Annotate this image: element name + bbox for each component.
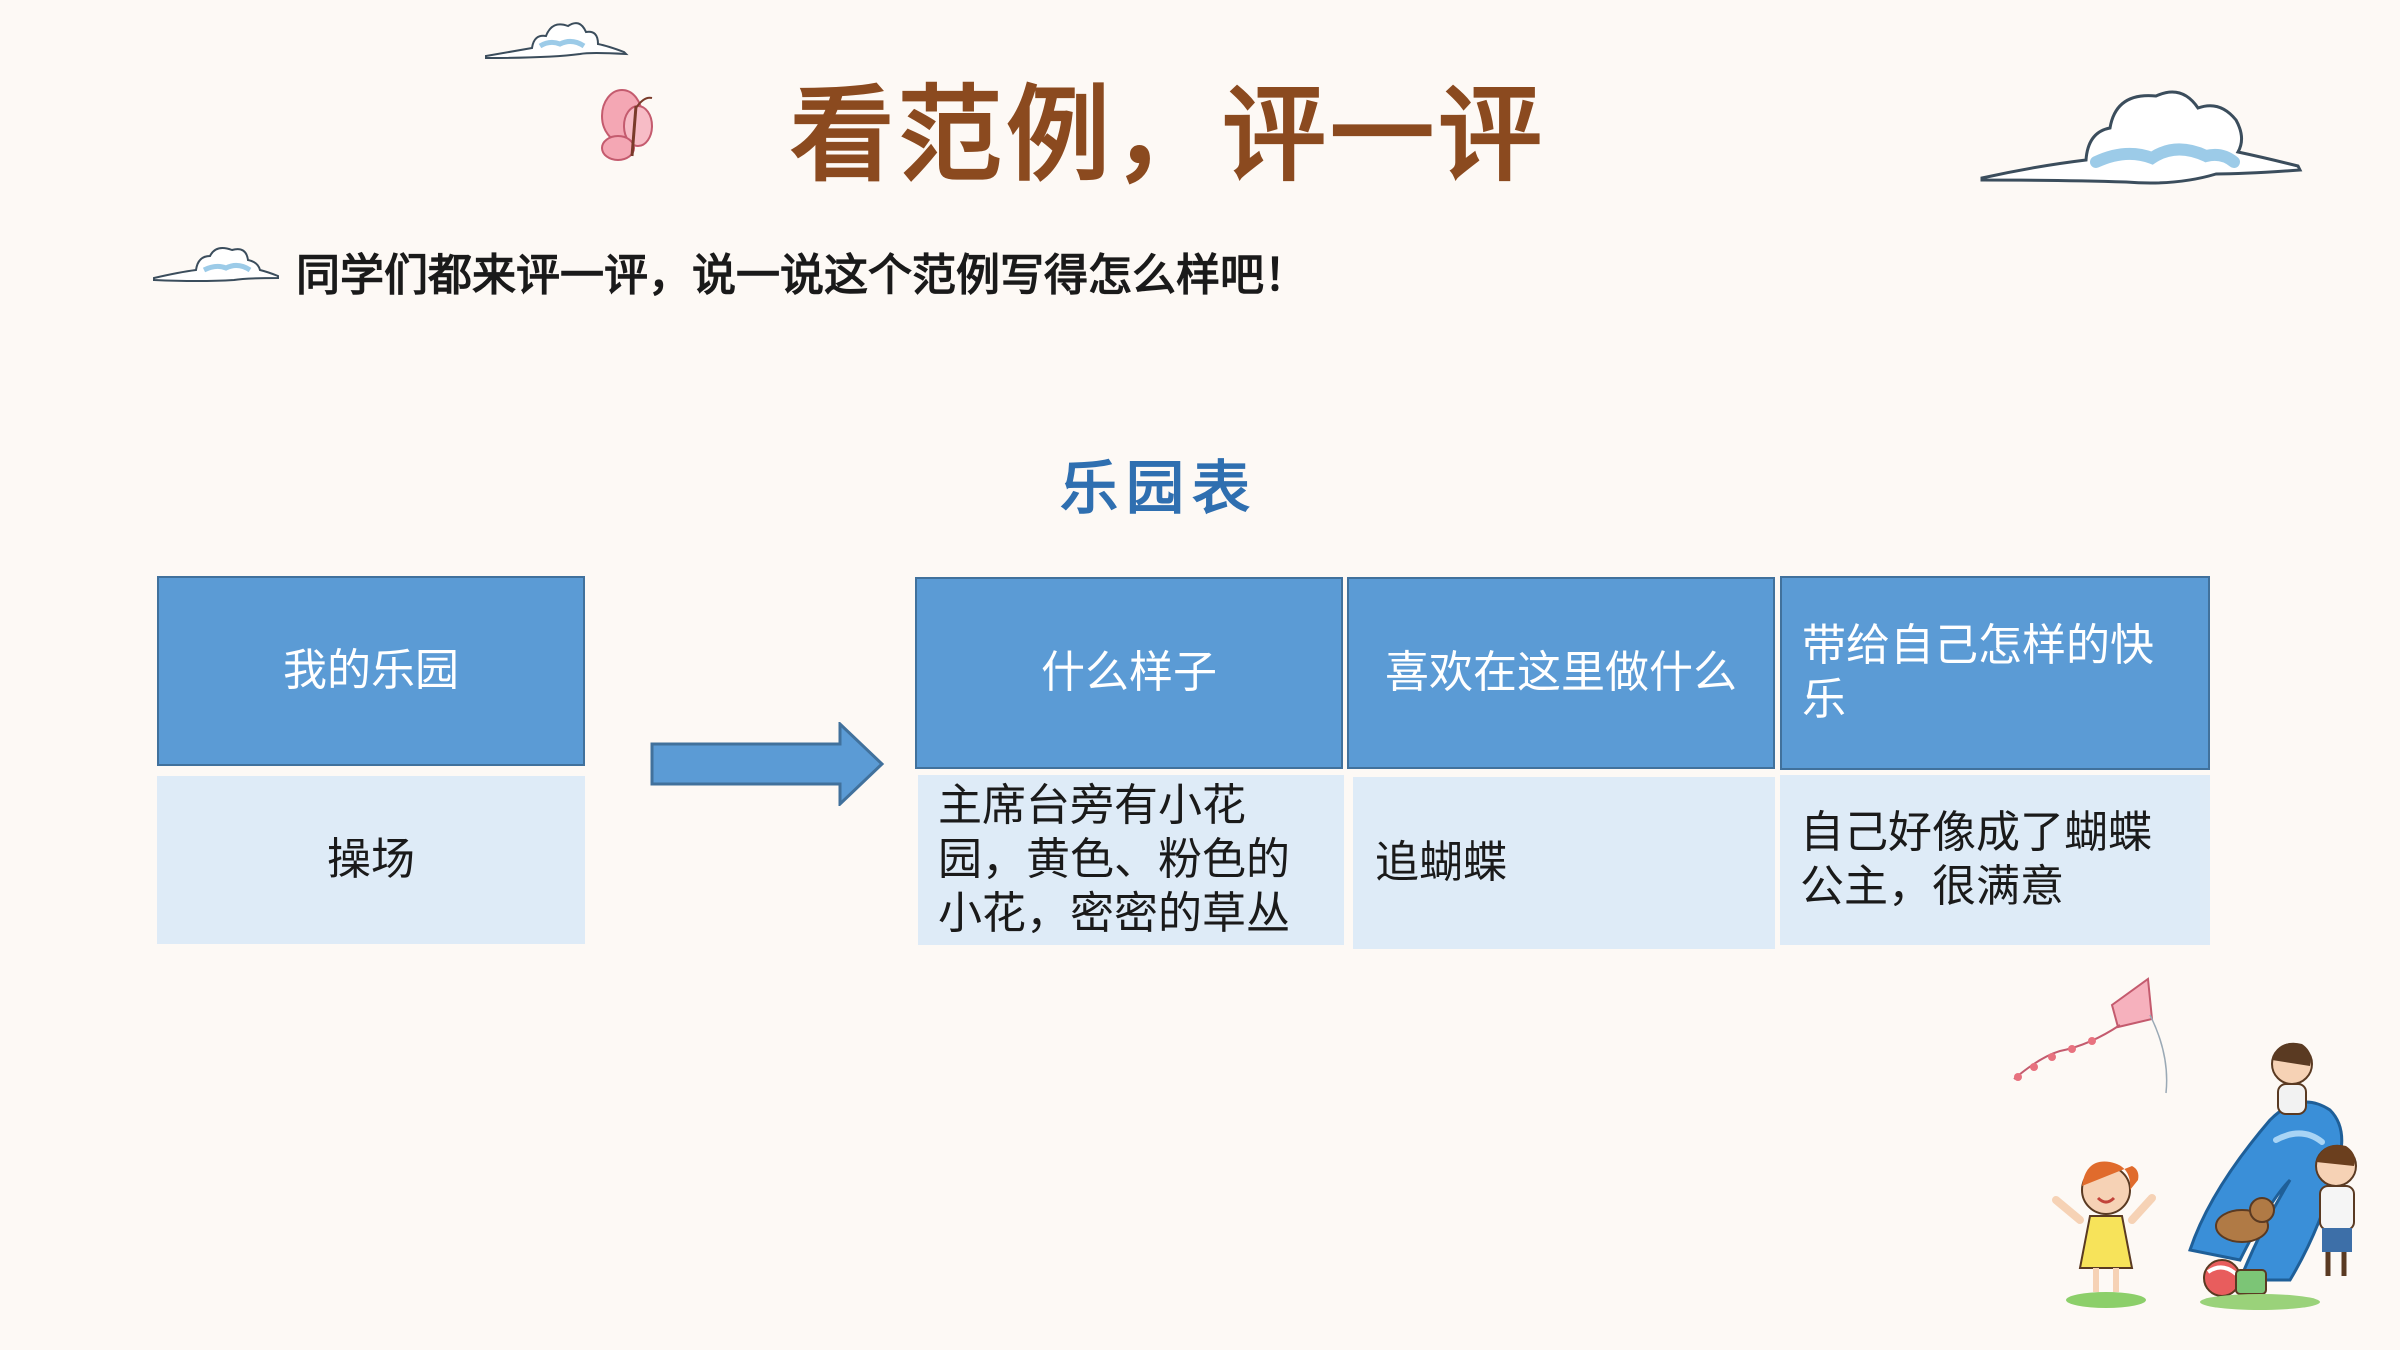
header-happiness-label: 带给自己怎样的快乐 bbox=[1802, 620, 2154, 725]
header-happiness: 带给自己怎样的快乐 bbox=[1780, 576, 2210, 770]
cell-my-park-text: 操场 bbox=[327, 834, 415, 885]
cell-activity-text: 追蝴蝶 bbox=[1375, 837, 1507, 888]
cell-happiness-text: 自己好像成了蝴蝶公主，很满意 bbox=[1800, 807, 2152, 912]
kite-icon bbox=[2013, 977, 2168, 1094]
header-appearance: 什么样子 bbox=[915, 577, 1343, 769]
cloud-icon bbox=[1980, 90, 2303, 185]
header-appearance-label: 什么样子 bbox=[1041, 647, 1217, 698]
table-title: 乐园表 bbox=[1060, 454, 1259, 522]
header-activity: 喜欢在这里做什么 bbox=[1347, 577, 1775, 769]
page-subtitle: 同学们都来评一评，说一说这个范例写得怎么样吧！ bbox=[296, 250, 1308, 301]
children-slide-illustration bbox=[2052, 1042, 2357, 1310]
cell-happiness-value: 自己好像成了蝴蝶公主，很满意 bbox=[1780, 775, 2210, 945]
header-my-park: 我的乐园 bbox=[157, 576, 585, 766]
cell-appearance-value: 主席台旁有小花园，黄色、粉色的小花，密密的草丛 bbox=[918, 775, 1344, 945]
cell-my-park-value: 操场 bbox=[157, 776, 585, 944]
page-title: 看范例，评一评 bbox=[790, 73, 1547, 196]
butterfly-icon bbox=[601, 89, 653, 161]
cloud-icon bbox=[485, 22, 629, 60]
cell-appearance-text: 主席台旁有小花园，黄色、粉色的小花，密密的草丛 bbox=[938, 780, 1290, 939]
header-my-park-label: 我的乐园 bbox=[283, 645, 459, 696]
header-activity-label: 喜欢在这里做什么 bbox=[1385, 647, 1737, 698]
right-arrow-icon bbox=[650, 722, 885, 806]
cell-activity-value: 追蝴蝶 bbox=[1353, 777, 1775, 949]
cloud-icon bbox=[153, 247, 279, 282]
